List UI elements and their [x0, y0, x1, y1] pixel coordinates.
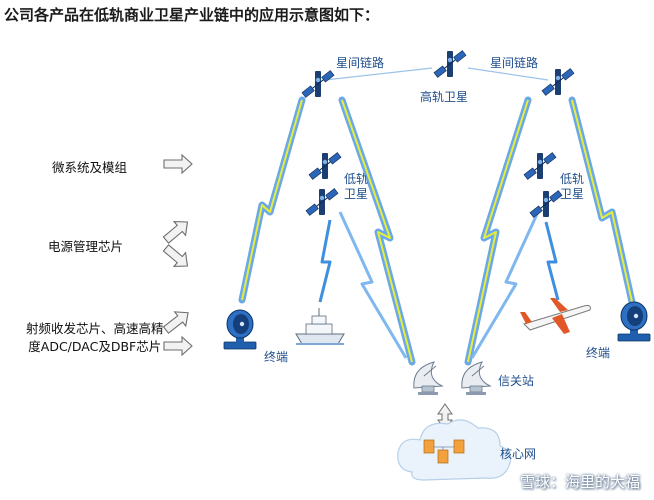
arrow-rf-chip-up	[159, 305, 195, 338]
satellite-leo-right-1	[523, 152, 557, 180]
label-leo-left: 低轨 卫星	[344, 172, 368, 202]
label-gateway: 信关站	[498, 374, 535, 388]
product-rf-chip-line1: 射频收发芯片、高速高精	[26, 321, 164, 336]
ship-icon	[295, 308, 345, 345]
satellite-left-top	[301, 70, 335, 98]
label-leo-right: 低轨 卫星	[560, 172, 584, 202]
label-terminal-left: 终端	[264, 350, 289, 364]
airplane-icon	[520, 298, 591, 334]
satellite-leo-right-2	[529, 190, 563, 218]
satellite-right-top	[541, 68, 575, 96]
label-leo-right-line2: 卫星	[560, 187, 585, 201]
arrow-micro-system	[163, 154, 193, 174]
product-micro-system: 微系统及模组	[52, 160, 128, 175]
gateway-dish-right-icon	[461, 361, 491, 396]
watermark: 雪球：海里的大福	[519, 473, 640, 491]
label-core-network: 核心网	[500, 447, 537, 461]
core-network-cloud	[397, 419, 512, 481]
product-power-chip: 电源管理芯片	[48, 239, 124, 254]
product-rf-chip-line2: 度ADC/DAC及DBF芯片	[28, 339, 162, 354]
beam-leo-left-to-ship	[318, 219, 332, 303]
page-heading: 公司各产品在低轨商业卫星产业链中的应用示意图如下：	[4, 6, 380, 24]
satellite-leo-left-2	[305, 188, 339, 216]
product-rf-chip: 射频收发芯片、高速高精 度ADC/DAC及DBF芯片	[26, 320, 164, 356]
label-leo-left-line1: 低轨	[344, 172, 369, 186]
satellite-leo-left-1	[308, 152, 342, 180]
label-terminal-right: 终端	[586, 346, 611, 360]
beam-gateway-right-to-sat	[464, 96, 532, 366]
beam-terminal-right-to-sat	[568, 96, 636, 306]
satellite-geo	[433, 50, 467, 78]
label-leo-left-line2: 卫星	[344, 187, 369, 201]
terminal-left-icon	[223, 309, 257, 350]
terminal-right-icon	[617, 301, 651, 342]
arrow-rf-chip-right	[163, 336, 193, 356]
gateway-dish-left-icon	[413, 361, 443, 396]
label-leo-right-line1: 低轨	[560, 172, 585, 186]
label-isl-right: 星间链路	[490, 56, 539, 70]
isl-links	[324, 67, 549, 81]
beam-terminal-left-to-geo	[238, 96, 306, 304]
beam-leo-left-to-gateway	[338, 211, 408, 359]
beam-leo-right-to-plane	[544, 221, 560, 301]
arrow-power-chip-down	[159, 240, 194, 274]
label-isl-left: 星间链路	[336, 56, 385, 70]
arrow-power-chip-up	[159, 214, 194, 248]
server-icon	[423, 439, 465, 464]
label-geo-satellite: 高轨卫星	[420, 90, 469, 104]
beam-leo-right-to-gateway	[470, 211, 540, 359]
beam-gateway-left-to-sat	[338, 96, 416, 366]
